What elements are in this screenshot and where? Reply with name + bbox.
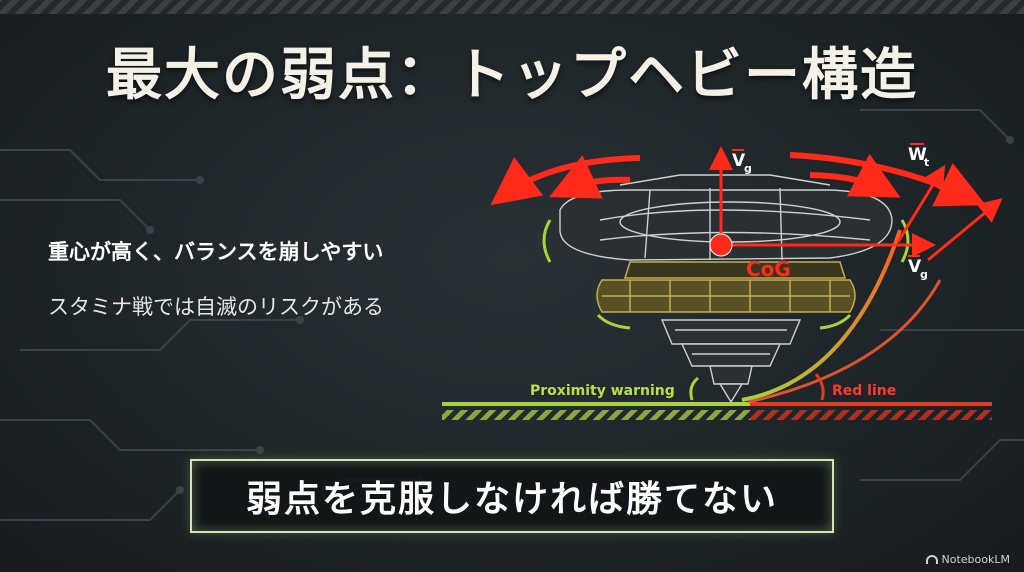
fall-trajectory-2 (747, 279, 942, 404)
vg-subscript: g (744, 162, 752, 175)
brand-watermark: NotebookLM (925, 553, 1010, 566)
brand-label: NotebookLM (941, 553, 1010, 566)
proximity-arc (689, 376, 699, 401)
hazard-stripe (0, 0, 1024, 14)
page-title: 最大の弱点：トップヘビー構造 (106, 43, 918, 108)
rotation-arrows (490, 152, 986, 207)
vg-top-label: V g (732, 149, 752, 175)
top-gold-ring (596, 261, 856, 313)
ground-hatch-green (442, 410, 750, 420)
balance-bracket-right (900, 219, 910, 263)
vg-subscript: g (920, 268, 928, 281)
spinning-top-diagram: CoG V g V g W t Proximity warning Red li… (442, 143, 1003, 420)
vg-right-label: V g (908, 255, 928, 281)
fall-trajectory-1 (741, 229, 902, 402)
force-vectors (709, 146, 1003, 262)
red-line-label: Red line (832, 383, 896, 399)
bullet-text: 重心が高く、バランスを崩しやすい (48, 240, 384, 264)
redline-arc (814, 373, 825, 401)
wt-letter: W (908, 145, 927, 165)
vg-letter: V (732, 151, 746, 171)
cog-label: CoG (746, 257, 791, 281)
center-of-gravity-marker (709, 233, 733, 257)
ground-hatch-red (750, 410, 992, 420)
balance-bracket-left (542, 219, 552, 263)
top-upper-body (559, 174, 893, 261)
vg-letter: V (908, 257, 922, 277)
balance-bracket-lower-right (819, 313, 852, 330)
notebooklm-icon (925, 555, 938, 564)
top-lower-body (660, 319, 802, 404)
bullet-text: スタミナ戦では自滅のリスクがある (48, 295, 384, 319)
wt-label: W t (908, 143, 929, 169)
proximity-warning-label: Proximity warning (530, 383, 675, 399)
wt-subscript: t (924, 156, 929, 169)
conclusion-callout: 弱点を克服しなければ勝てない (190, 459, 834, 533)
callout-text: 弱点を克服しなければ勝てない (245, 479, 778, 520)
balance-bracket-lower-left (596, 313, 631, 330)
